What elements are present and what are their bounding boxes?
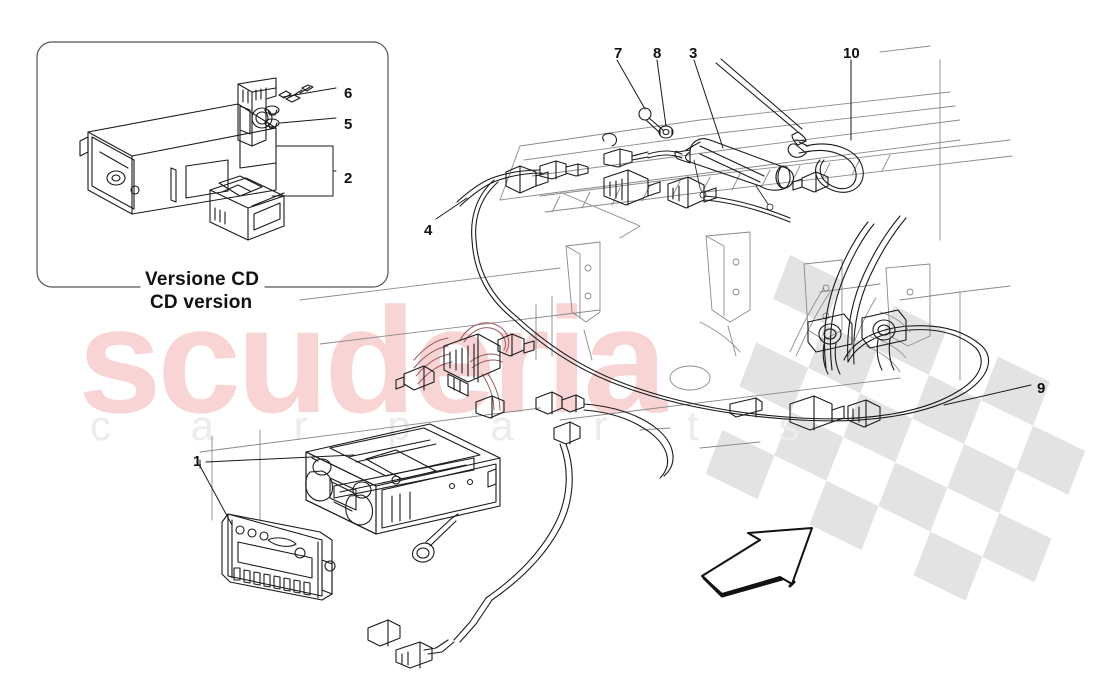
inset-caption-it: Versione CD — [145, 269, 260, 290]
inset-panel-border — [36, 41, 389, 288]
main-wiring-harness-9 — [511, 215, 990, 431]
radio-main-unit — [305, 423, 501, 535]
antenna-mast — [715, 58, 807, 146]
callout-3-antenna-amplifier: 3 — [689, 45, 698, 62]
callout-6-screw: 6 — [344, 85, 353, 102]
callout-10-antenna-cable: 10 — [843, 45, 860, 62]
cd-changer-unit — [79, 103, 277, 215]
watermark-brand: scuderia — [78, 276, 667, 444]
callout-8-nut: 8 — [653, 45, 662, 62]
aerial-lead-4 — [456, 132, 683, 319]
cd-mounting-bracket — [237, 77, 314, 147]
cd-magazine — [209, 175, 285, 241]
inset-caption-en: CD version — [150, 292, 253, 313]
direction-arrow — [701, 527, 813, 598]
harness-connector-blocks — [603, 169, 791, 223]
callout-4-aerial-lead: 4 — [424, 222, 433, 239]
radio-harness-connectors — [367, 333, 585, 669]
callout-5-washer: 5 — [344, 116, 353, 133]
coax-cable-loop — [583, 403, 674, 479]
callout-9-wiring-harness: 9 — [1037, 380, 1046, 397]
callout-1-radio-unit: 1 — [193, 453, 202, 470]
radio-removal-key — [411, 513, 459, 563]
antenna-nut — [658, 125, 674, 139]
antenna-amplifier — [674, 138, 795, 211]
callout-7-pin: 7 — [614, 45, 623, 62]
callout-2-cd-changer: 2 — [344, 170, 353, 187]
radio-faceplate — [221, 513, 336, 601]
antenna-cable-10 — [787, 141, 864, 193]
watermark-tagline: c a r p a r t s — [90, 402, 834, 449]
inset-callout-leaders — [271, 87, 337, 197]
main-callout-leaders — [199, 59, 1032, 526]
